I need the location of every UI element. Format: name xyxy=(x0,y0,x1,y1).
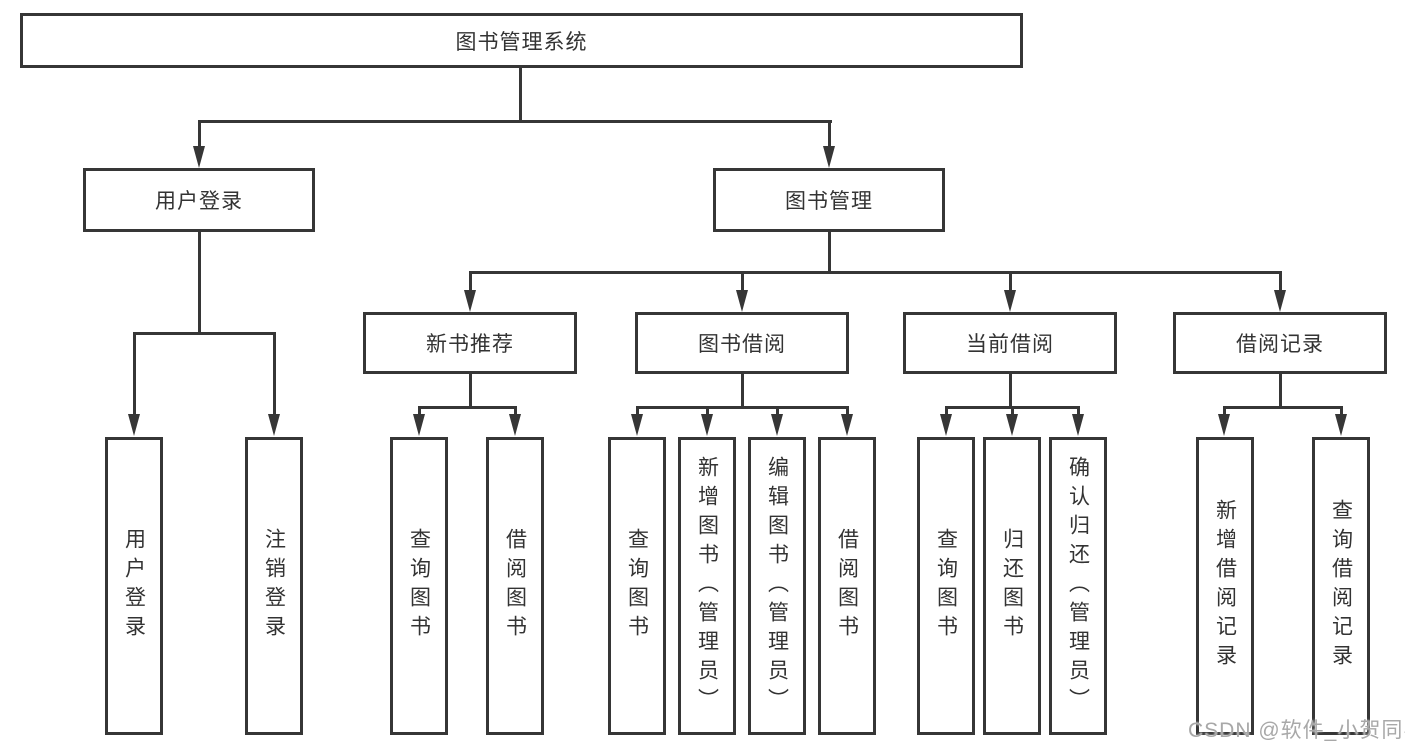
connector-bb-rail xyxy=(636,406,848,409)
leaf-cb-query-books-label: 查询图书 xyxy=(934,528,958,644)
connector-user-login-rail xyxy=(133,332,275,335)
node-user-login: 用户登录 xyxy=(83,168,315,232)
connector-drop xyxy=(1077,406,1080,416)
arrow-down-icon xyxy=(701,414,713,436)
connector-user-login-stem xyxy=(198,232,201,334)
arrow-down-icon xyxy=(1072,414,1084,436)
connector-nbr-stem xyxy=(469,372,472,408)
connector-drop xyxy=(1340,406,1343,416)
arrow-down-icon xyxy=(736,290,748,312)
leaf-br-query-record-label: 查询借阅记录 xyxy=(1329,499,1353,673)
connector-root-stem xyxy=(519,66,522,123)
node-root: 图书管理系统 xyxy=(20,13,1023,68)
arrow-down-icon xyxy=(1274,290,1286,312)
arrow-down-icon xyxy=(940,414,952,436)
leaf-cb-query-books: 查询图书 xyxy=(917,437,975,735)
node-new-book-recommend: 新书推荐 xyxy=(363,312,577,374)
leaf-logout-label: 注销登录 xyxy=(262,528,286,644)
arrow-down-icon xyxy=(823,146,835,168)
leaf-cb-confirm-return: 确认归还（管理员） xyxy=(1049,437,1107,735)
leaf-nbr-query-books-label: 查询图书 xyxy=(407,528,431,644)
connector-drop xyxy=(706,406,709,416)
connector-drop-leaf-user-login xyxy=(133,332,136,416)
node-book-management-label: 图书管理 xyxy=(785,190,873,213)
connector-drop xyxy=(514,406,517,416)
connector-drop xyxy=(1011,406,1014,416)
connector-bb-stem xyxy=(741,372,744,408)
connector-drop-borrow-records xyxy=(1279,271,1282,292)
node-user-login-label: 用户登录 xyxy=(155,190,243,213)
connector-drop-current-borrow xyxy=(1009,271,1012,292)
leaf-bb-borrow-books: 借阅图书 xyxy=(818,437,876,735)
connector-level1-rail xyxy=(198,120,832,123)
connector-drop-book-borrow xyxy=(741,271,744,292)
leaf-nbr-borrow-books: 借阅图书 xyxy=(486,437,544,735)
leaf-br-add-record: 新增借阅记录 xyxy=(1196,437,1254,735)
leaf-bb-borrow-books-label: 借阅图书 xyxy=(835,528,859,644)
node-root-label: 图书管理系统 xyxy=(455,30,588,54)
connector-drop xyxy=(776,406,779,416)
leaf-br-add-record-label: 新增借阅记录 xyxy=(1213,499,1237,673)
arrow-down-icon xyxy=(1006,414,1018,436)
arrow-down-icon xyxy=(1335,414,1347,436)
leaf-bb-edit-books: 编辑图书（管理员） xyxy=(748,437,806,735)
connector-drop-leaf-logout xyxy=(273,332,276,416)
connector-drop xyxy=(846,406,849,416)
leaf-user-login: 用户登录 xyxy=(105,437,163,735)
arrow-down-icon xyxy=(631,414,643,436)
leaf-logout: 注销登录 xyxy=(245,437,303,735)
node-borrowing-records-label: 借阅记录 xyxy=(1236,333,1324,356)
connector-book-mgmt-stem xyxy=(828,232,831,274)
connector-drop-book-mgmt xyxy=(828,120,831,148)
connector-drop xyxy=(636,406,639,416)
arrow-down-icon xyxy=(1004,290,1016,312)
arrow-down-icon xyxy=(464,290,476,312)
node-current-borrowing: 当前借阅 xyxy=(903,312,1117,374)
node-new-book-recommend-label: 新书推荐 xyxy=(426,333,514,356)
node-book-borrowing: 图书借阅 xyxy=(635,312,849,374)
leaf-br-query-record: 查询借阅记录 xyxy=(1312,437,1370,735)
connector-drop xyxy=(945,406,948,416)
leaf-cb-return-books-label: 归还图书 xyxy=(1000,528,1024,644)
csdn-watermark: CSDN @软件_小贺同学 xyxy=(1188,719,1405,742)
node-current-borrowing-label: 当前借阅 xyxy=(966,333,1054,356)
leaf-cb-confirm-return-label: 确认归还（管理员） xyxy=(1066,455,1090,717)
connector-nbr-rail xyxy=(418,406,517,409)
arrow-down-icon xyxy=(193,146,205,168)
connector-cb-stem xyxy=(1009,372,1012,408)
arrow-down-icon xyxy=(509,414,521,436)
arrow-down-icon xyxy=(268,414,280,436)
leaf-bb-query-books-label: 查询图书 xyxy=(625,528,649,644)
leaf-nbr-borrow-books-label: 借阅图书 xyxy=(503,528,527,644)
leaf-cb-return-books: 归还图书 xyxy=(983,437,1041,735)
node-borrowing-records: 借阅记录 xyxy=(1173,312,1387,374)
leaf-bb-edit-books-label: 编辑图书（管理员） xyxy=(765,455,789,717)
arrow-down-icon xyxy=(771,414,783,436)
connector-drop-user-login xyxy=(198,120,201,148)
arrow-down-icon xyxy=(1218,414,1230,436)
connector-drop-new-book-rec xyxy=(469,271,472,292)
leaf-bb-query-books: 查询图书 xyxy=(608,437,666,735)
connector-br-rail xyxy=(1223,406,1342,409)
arrow-down-icon xyxy=(413,414,425,436)
leaf-bb-add-books-label: 新增图书（管理员） xyxy=(695,455,719,717)
leaf-nbr-query-books: 查询图书 xyxy=(390,437,448,735)
leaf-bb-add-books: 新增图书（管理员） xyxy=(678,437,736,735)
connector-br-stem xyxy=(1279,372,1282,408)
connector-drop xyxy=(1223,406,1226,416)
arrow-down-icon xyxy=(128,414,140,436)
arrow-down-icon xyxy=(841,414,853,436)
node-book-management: 图书管理 xyxy=(713,168,945,232)
node-book-borrowing-label: 图书借阅 xyxy=(698,333,786,356)
leaf-user-login-label: 用户登录 xyxy=(122,528,146,644)
connector-drop xyxy=(418,406,421,416)
connector-level3-rail xyxy=(469,271,1282,274)
